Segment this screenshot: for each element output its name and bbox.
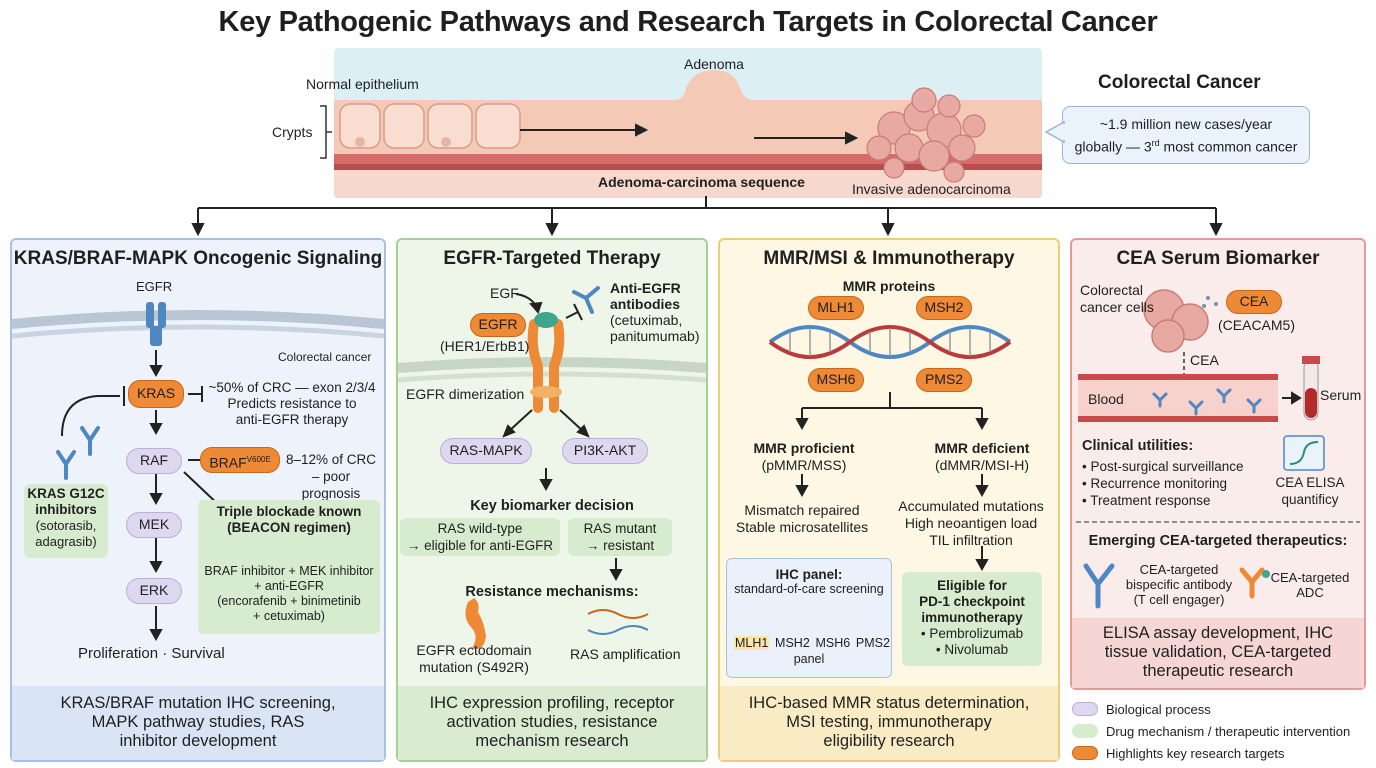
mmr-deficient-label: MMR deficient(dMMR/MSI-H) (934, 440, 1030, 473)
utilities-list: • Post-surgical surveillance• Recurrence… (1082, 459, 1244, 508)
braf-pill: BRAFV600E (200, 447, 280, 473)
msh2-pill: MSH2 (916, 296, 972, 320)
resistance-label: Resistance mechanisms: (465, 584, 639, 600)
pi3k-pill: PI3K-AKT (562, 438, 648, 464)
crc-stat-callout: ~1.9 million new cases/year globally — 3… (1062, 106, 1310, 164)
panel4-graphics (1076, 289, 1360, 609)
dimerization-label: EGFR dimerization (406, 386, 525, 402)
emerging-heading: Emerging CEA-targeted therapeutics: (1088, 533, 1348, 549)
ras-mapk-pill: RAS-MAPK (440, 438, 532, 464)
ihc-markers: MLH1 MSH2 MSH6 PMS2 (734, 636, 890, 650)
blood-label: Blood (1088, 391, 1124, 407)
legend-bio: Biological process (1072, 698, 1368, 720)
p1-membrane-label: Colorectal cancer (278, 350, 372, 364)
pd1-box: Eligible for PD-1 checkpoint immunothera… (902, 572, 1042, 666)
tissue-banner (334, 48, 1042, 198)
decision-label: Key biomarker decision (470, 498, 634, 514)
egfr-alias: (HER1/ErbB1) (440, 338, 530, 354)
legend-drug: Drug mechanism / therapeutic interventio… (1072, 720, 1368, 742)
mmr-proteins-label: MMR proteins (842, 278, 936, 294)
kras-pill: KRAS (128, 380, 184, 408)
pms2-pill: PMS2 (916, 368, 972, 392)
erk-pill: ERK (126, 578, 182, 604)
anti-egfr-label: Anti-EGFR antibodies (cetuximab, panitum… (610, 280, 700, 344)
egf-label: EGF (490, 285, 519, 301)
ihc-panel-box: IHC panel: standard-of-care screening (726, 558, 892, 678)
g12c-box: KRAS G12C inhibitors (sotorasib, adagras… (24, 484, 108, 558)
raf-pill: RAF (126, 448, 182, 474)
utilities-heading: Clinical utilities: (1082, 438, 1194, 454)
mlh1-pill: MLH1 (808, 296, 864, 320)
normal-epithelium-label: Normal epithelium (306, 76, 419, 92)
cea-pill: CEA (1226, 290, 1282, 314)
legend-drug-swatch (1072, 724, 1098, 738)
msh6-pill: MSH6 (808, 368, 864, 392)
beacon-box: Triple blockade known (BEACON regimen) B… (198, 500, 380, 634)
amp-label: RAS amplification (570, 646, 681, 662)
panel3-title: MMR/MSI & Immunotherapy (763, 248, 1015, 269)
p1-egfr-label: EGFR (136, 279, 173, 294)
legend-target: Highlights key research targets (1072, 742, 1368, 764)
legend-bio-swatch (1072, 702, 1098, 716)
crypts-bracket (320, 105, 332, 159)
p1-outcome: Proliferation · Survival (78, 645, 225, 662)
panel3-footer: IHC-based MMR status determination,MSI t… (720, 686, 1058, 760)
ras-mutant-box: RAS mutant→ resistant (568, 518, 672, 556)
panel2-title: EGFR-Targeted Therapy (443, 248, 661, 269)
crypts-label: Crypts (272, 124, 313, 140)
page-title: Key Pathogenic Pathways and Research Tar… (218, 6, 1158, 38)
connector-tree (191, 196, 1223, 237)
braf-note: 8–12% of CRC– poor prognosis (285, 452, 377, 501)
sequence-label: Adenoma-carcinoma sequence (598, 174, 805, 190)
panel2-graphics (398, 286, 706, 649)
panel4-title: CEA Serum Biomarker (1116, 248, 1320, 269)
crc-stat-line2: globally — 3rd most common cancer (1074, 138, 1298, 155)
ras-wildtype-box: RAS wild-type→ eligible for anti-EGFR (400, 518, 560, 556)
legend-target-swatch (1072, 746, 1098, 760)
ihc-panel-word: panel (793, 652, 825, 666)
cea-small-label: CEA (1190, 352, 1219, 368)
callout-pointer (1044, 120, 1066, 144)
mek-pill: MEK (126, 512, 182, 538)
mmr-proficient-label: MMR proficient(pMMR/MSS) (753, 440, 855, 473)
legend: Biological process Drug mechanism / ther… (1072, 698, 1368, 764)
crc-stat-line1: ~1.9 million new cases/year (1099, 116, 1273, 132)
tissue-illustration (334, 48, 1042, 198)
serum-label: Serum (1320, 387, 1362, 403)
panel1-footer: KRAS/BRAF mutation IHC screening,MAPK pa… (12, 686, 384, 760)
adenoma-label: Adenoma (684, 56, 744, 72)
invasive-label: Invasive adenocarcinoma (852, 181, 1011, 197)
ceacam-label: (CEACAM5) (1218, 317, 1296, 333)
panel1-title: KRAS/BRAF-MAPK Oncogenic Signaling (13, 248, 383, 269)
crc-heading: Colorectal Cancer (1098, 72, 1261, 93)
egfr-pill: EGFR (470, 313, 526, 337)
